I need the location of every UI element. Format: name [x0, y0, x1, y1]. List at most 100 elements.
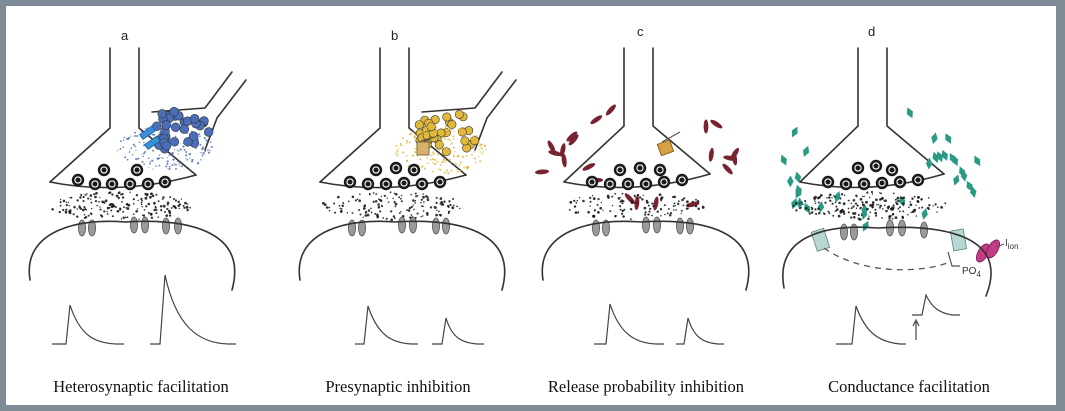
particle — [878, 206, 881, 209]
particle — [420, 205, 423, 207]
particle — [169, 106, 179, 117]
particle — [153, 144, 156, 148]
particle — [415, 195, 418, 198]
particle — [395, 153, 397, 155]
particle — [160, 157, 162, 159]
particle — [182, 205, 185, 207]
particle — [140, 197, 143, 201]
particle — [850, 202, 853, 205]
particle — [547, 140, 556, 154]
particle — [176, 149, 179, 151]
particle — [469, 134, 472, 136]
particle — [901, 216, 905, 220]
particle — [174, 135, 177, 138]
particle — [398, 196, 401, 199]
particle — [400, 194, 403, 197]
particle — [120, 140, 122, 143]
particle — [447, 210, 451, 213]
particle — [62, 208, 65, 212]
particle — [915, 215, 918, 217]
particle — [129, 191, 131, 194]
particle — [535, 169, 549, 175]
particle — [465, 149, 468, 152]
particle — [65, 203, 68, 207]
particle — [155, 211, 158, 215]
particle — [573, 199, 576, 202]
particle — [828, 196, 831, 199]
particle — [435, 196, 438, 199]
particle — [463, 166, 465, 169]
particle — [422, 195, 425, 199]
particle — [135, 209, 139, 213]
vesicles-c — [585, 161, 689, 191]
particle — [574, 211, 578, 214]
particle — [871, 201, 875, 204]
particle — [410, 205, 413, 209]
particle — [160, 130, 162, 132]
particle — [445, 169, 448, 172]
particle — [84, 193, 86, 196]
particle — [377, 205, 381, 209]
panel-c: c Release probability inhibition — [535, 24, 750, 396]
particle — [619, 208, 622, 211]
particle — [658, 193, 662, 197]
particle — [416, 139, 418, 142]
particle — [370, 211, 373, 214]
particle — [184, 157, 187, 159]
postsynaptic-channels-d — [840, 219, 928, 241]
particle — [411, 154, 415, 157]
particle — [426, 156, 428, 159]
particle — [407, 209, 411, 212]
particle — [87, 214, 90, 217]
particle — [73, 205, 76, 209]
particle — [834, 191, 841, 203]
particle — [451, 206, 455, 210]
particle — [434, 132, 437, 135]
particle — [795, 209, 798, 212]
particle — [362, 216, 364, 219]
particle — [457, 133, 461, 136]
particle — [681, 198, 684, 202]
particle — [916, 199, 919, 203]
particle — [447, 172, 450, 175]
particle — [392, 197, 394, 199]
particle — [185, 154, 188, 157]
particle — [886, 206, 890, 209]
particle — [150, 216, 154, 220]
caption-c: Release probability inhibition — [548, 377, 744, 396]
particle — [375, 193, 378, 195]
particle — [143, 163, 146, 165]
particle — [426, 162, 429, 165]
particle — [469, 137, 471, 139]
particle — [861, 195, 864, 198]
particle — [824, 201, 827, 204]
particle — [408, 133, 411, 136]
particle — [808, 212, 811, 215]
particle — [136, 134, 139, 138]
particle — [867, 217, 870, 221]
particle — [932, 205, 934, 207]
particle — [597, 197, 600, 201]
particle — [832, 214, 835, 217]
particle — [611, 204, 614, 207]
particle — [87, 197, 90, 200]
particle — [413, 131, 415, 134]
particle — [177, 200, 180, 204]
particle — [680, 209, 683, 212]
particle — [471, 153, 473, 156]
particle — [630, 201, 634, 204]
particle — [365, 210, 368, 213]
neuromodulator-particles-d — [780, 107, 981, 232]
particle — [354, 199, 357, 202]
particle — [145, 193, 149, 197]
particle — [183, 137, 193, 147]
particle — [397, 152, 399, 155]
particle — [596, 203, 599, 206]
particle — [157, 200, 160, 203]
signaling-pathway-arrow — [823, 247, 951, 271]
particle — [165, 214, 169, 217]
particle — [590, 115, 603, 125]
particle — [389, 191, 392, 194]
particle — [175, 167, 177, 170]
particle — [409, 216, 411, 219]
